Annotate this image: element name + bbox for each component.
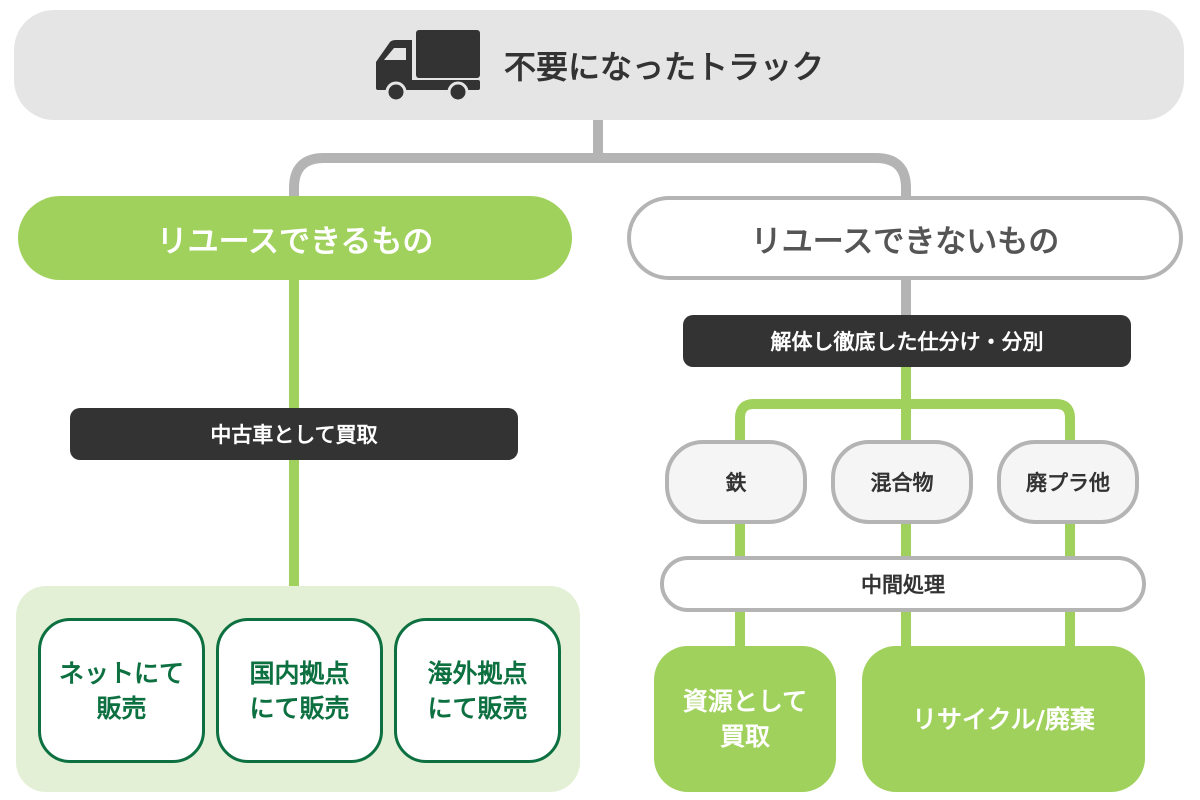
material-iron: 鉄 bbox=[665, 440, 807, 524]
material-plastic: 廃プラ他 bbox=[997, 440, 1139, 524]
connector-material-branch bbox=[735, 399, 1075, 444]
non-reusable-node: リユースできないもの bbox=[627, 196, 1183, 280]
connector-split bbox=[289, 153, 911, 200]
used-car-purchase-node: 中古車として買取 bbox=[70, 408, 518, 460]
sales-channel-online: ネットにて販売 bbox=[38, 618, 205, 763]
reusable-node: リユースできるもの bbox=[18, 196, 572, 280]
header-box: 不要になったトラック bbox=[14, 10, 1184, 120]
sales-channel-domestic: 国内拠点にて販売 bbox=[216, 618, 383, 763]
material-mixed: 混合物 bbox=[831, 440, 973, 524]
header-title: 不要になったトラック bbox=[503, 48, 824, 86]
dismantle-sort-node: 解体し徹底した仕分け・分別 bbox=[683, 315, 1131, 367]
outcome-recycle-disposal: リサイクル/廃棄 bbox=[862, 646, 1145, 792]
intermediate-processing-node: 中間処理 bbox=[660, 556, 1146, 612]
outcome-resource-purchase: 資源として買取 bbox=[654, 646, 836, 792]
sales-channel-overseas: 海外拠点にて販売 bbox=[394, 618, 561, 763]
truck-icon bbox=[375, 30, 480, 102]
